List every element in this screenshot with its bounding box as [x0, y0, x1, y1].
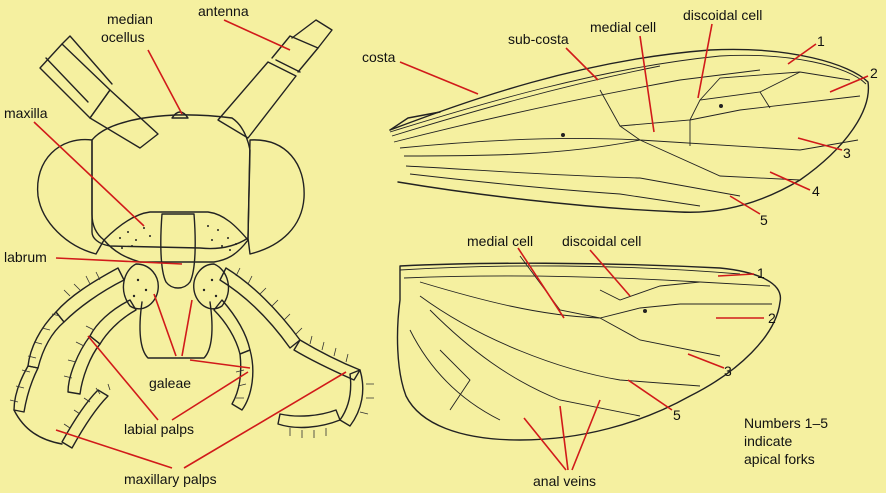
label-median-ocellus-2: ocellus	[101, 29, 145, 45]
forewing-spot	[561, 133, 565, 137]
label-fore-fork-1: 1	[817, 33, 825, 49]
label-discoidal-cell-hind: discoidal cell	[562, 233, 641, 249]
label-discoidal-cell-fore: discoidal cell	[683, 7, 762, 23]
forewing-drawing	[390, 49, 868, 212]
labrum-shape	[161, 214, 195, 288]
palp-bristles	[10, 268, 374, 438]
hindwing-drawing	[398, 256, 781, 440]
label-galeae: galeae	[149, 375, 191, 391]
left-labial-palp	[68, 300, 136, 394]
label-maxilla: maxilla	[4, 105, 48, 121]
leader-lines	[34, 20, 868, 470]
label-sub-costa: sub-costa	[508, 31, 569, 47]
label-medial-cell-fore: medial cell	[590, 19, 656, 35]
note-line-1: Numbers 1–5	[744, 415, 828, 431]
label-fore-fork-2: 2	[870, 65, 878, 81]
label-costa: costa	[362, 49, 396, 65]
maxilla-shape	[104, 212, 248, 262]
costa-vein	[390, 55, 866, 132]
label-antenna: antenna	[198, 3, 249, 19]
note-line-3: apical forks	[744, 451, 815, 467]
label-labrum: labrum	[4, 249, 47, 265]
label-hind-fork-2: 2	[768, 310, 776, 326]
forewing-spot-2	[719, 104, 723, 108]
label-anal-veins: anal veins	[533, 473, 596, 489]
hindwing-spot	[643, 309, 647, 313]
head-drawing	[10, 20, 374, 448]
label-fore-fork-4: 4	[812, 183, 820, 199]
label-median-ocellus-1: median	[107, 11, 153, 27]
labium-shape	[140, 302, 212, 358]
hindwing-outline	[398, 263, 781, 440]
label-maxillary-palps: maxillary palps	[124, 471, 217, 487]
label-fore-fork-5: 5	[760, 212, 768, 228]
label-hind-fork-5: 5	[673, 407, 681, 423]
label-fore-fork-3: 3	[843, 145, 851, 161]
right-compound-eye	[248, 140, 304, 254]
label-medial-cell-hind: medial cell	[467, 233, 533, 249]
label-labial-palps: labial palps	[124, 421, 194, 437]
label-hind-fork-1: 1	[757, 265, 765, 281]
left-galea	[123, 264, 158, 309]
note-line-2: indicate	[744, 433, 792, 449]
right-labial-palp	[214, 300, 253, 410]
label-hind-fork-3: 3	[724, 363, 732, 379]
left-antenna	[40, 36, 158, 148]
